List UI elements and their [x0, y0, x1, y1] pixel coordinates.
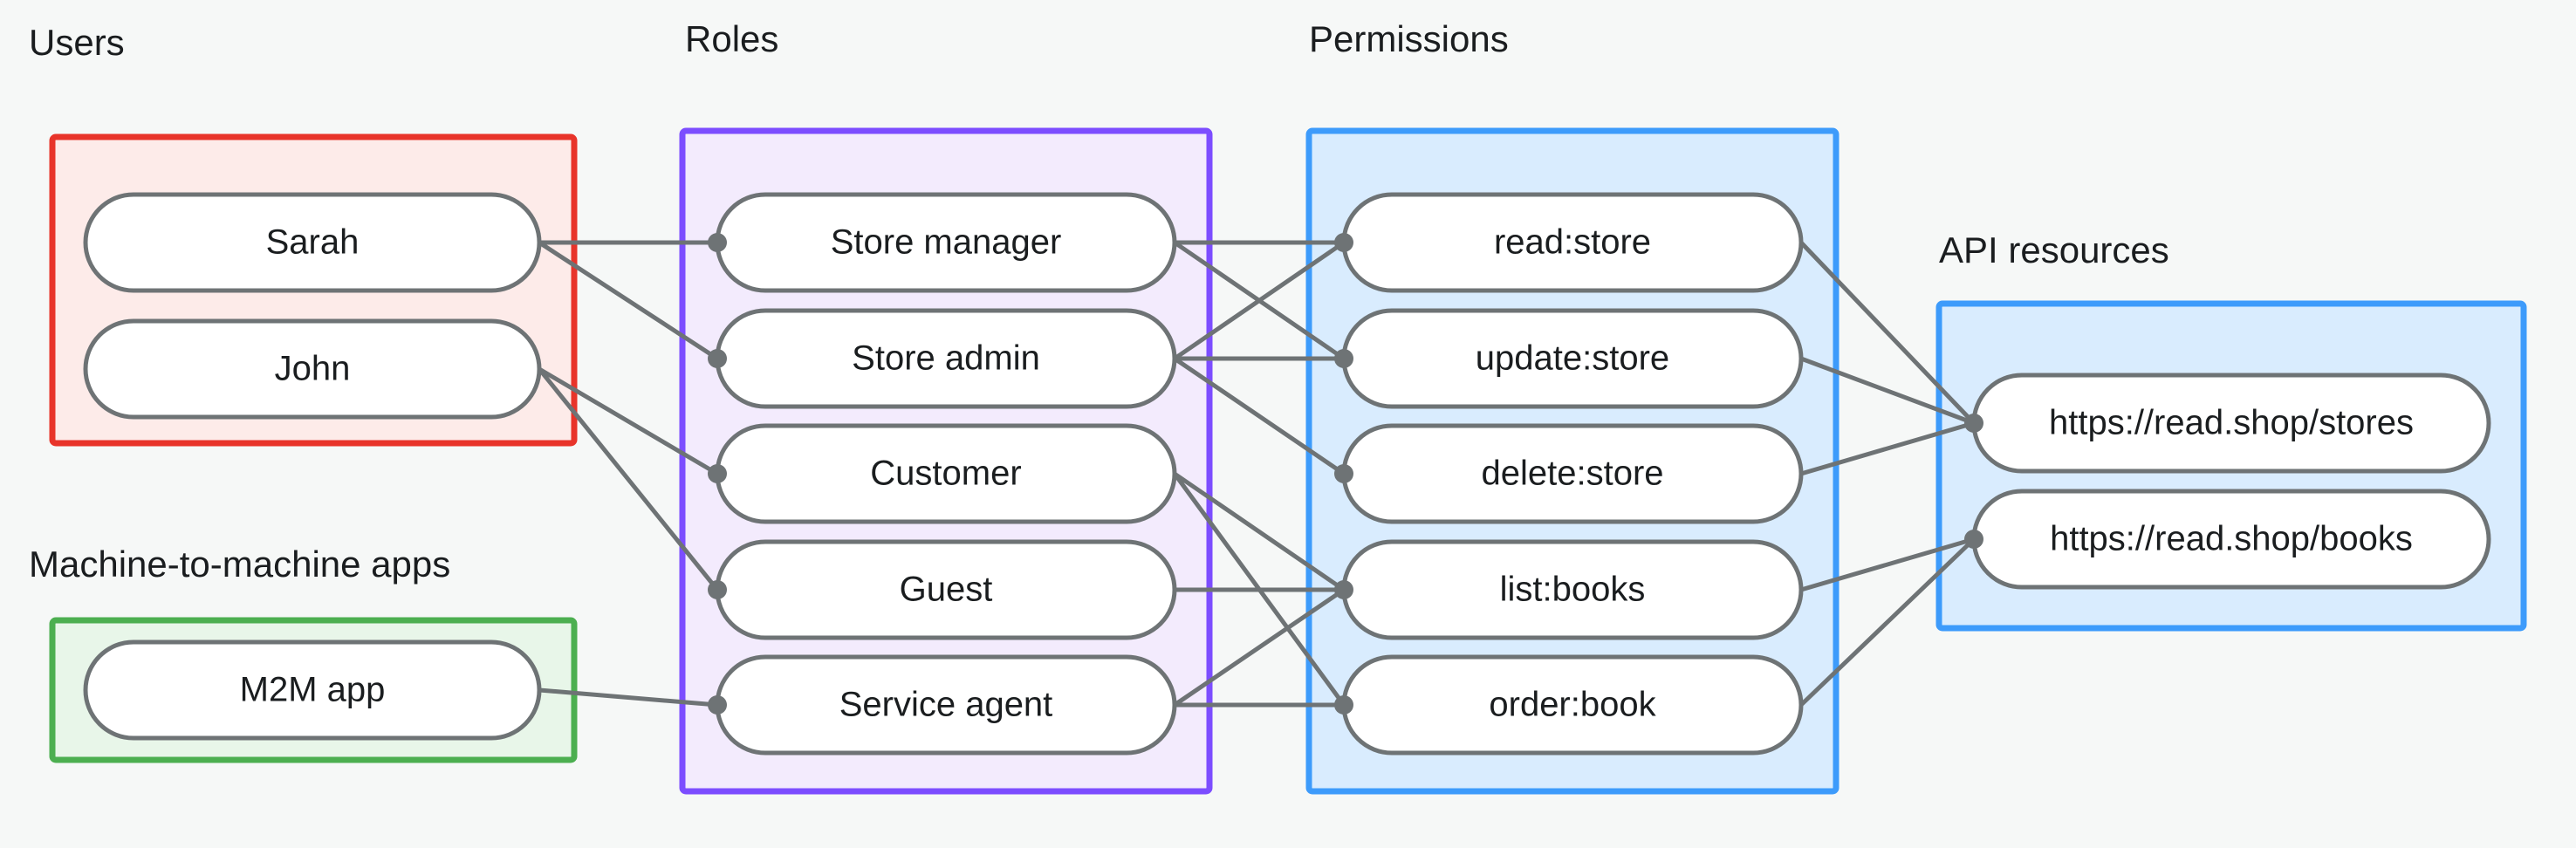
edges-layer: [538, 240, 1976, 708]
edge-read-store-to-read-shop-stores: [1799, 241, 1976, 425]
group-title-api-resources: API resources: [1939, 229, 2169, 270]
edge-john-to-guest: [538, 367, 719, 592]
node-update-store[interactable]: update:store: [1341, 308, 1804, 409]
edge-endpoint-dot-order-book: [1334, 695, 1353, 715]
node-label-read-shop-stores: https://read.shop/stores: [2049, 404, 2414, 442]
node-shape-sarah: [83, 192, 542, 293]
edge-sarah-to-store-admin: [538, 240, 719, 361]
node-customer[interactable]: Customer: [715, 423, 1177, 524]
group-title-users: Users: [29, 22, 125, 63]
node-store-manager[interactable]: Store manager: [715, 192, 1177, 293]
node-shape-m2mapp: [83, 639, 542, 741]
node-label-delete-store: delete:store: [1481, 455, 1663, 493]
edge-endpoint-dot-read-store: [1334, 233, 1353, 252]
node-store-admin[interactable]: Store admin: [715, 308, 1177, 409]
edge-m2mapp-to-service-agent: [538, 687, 718, 708]
node-label-store-manager: Store manager: [831, 223, 1062, 262]
node-delete-store[interactable]: delete:store: [1341, 423, 1804, 524]
node-label-service-agent: Service agent: [839, 686, 1053, 724]
node-label-john: John: [275, 350, 351, 388]
edge-endpoint-dot-delete-store: [1334, 464, 1353, 483]
node-read-shop-stores[interactable]: https://read.shop/stores: [1971, 373, 2491, 474]
edge-update-store-to-read-shop-stores: [1800, 356, 1975, 426]
edge-order-book-to-read-shop-books: [1799, 537, 1976, 707]
edge-john-to-customer: [538, 366, 719, 476]
group-title-roles: Roles: [685, 18, 778, 59]
node-label-update-store: update:store: [1476, 339, 1669, 378]
node-order-book[interactable]: order:book: [1341, 654, 1804, 756]
edge-service-agent-to-list-books: [1173, 587, 1346, 708]
edge-endpoint-dot-service-agent: [708, 695, 727, 715]
edge-list-books-to-read-shop-books: [1800, 537, 1975, 592]
group-title-permissions: Permissions: [1309, 18, 1509, 59]
node-label-sarah: Sarah: [266, 223, 360, 262]
node-label-customer: Customer: [870, 455, 1021, 493]
edge-endpoint-dot-customer: [708, 464, 727, 483]
node-label-guest: Guest: [900, 571, 993, 609]
node-m2mapp[interactable]: M2M app: [83, 639, 542, 741]
edge-endpoint-dot-store-admin: [708, 349, 727, 368]
edge-store-admin-to-read-store: [1173, 240, 1346, 361]
edge-endpoint-dot-read-shop-books: [1964, 530, 1983, 549]
node-shape-john: [83, 318, 542, 420]
edge-endpoint-dot-read-shop-stores: [1964, 414, 1983, 433]
node-sarah[interactable]: Sarah: [83, 192, 542, 293]
edge-endpoint-dot-guest: [708, 580, 727, 599]
node-label-read-store: read:store: [1494, 223, 1651, 262]
node-label-order-book: order:book: [1489, 686, 1656, 724]
edge-store-admin-to-delete-store: [1173, 356, 1346, 476]
edge-endpoint-dot-store-manager: [708, 233, 727, 252]
node-label-read-shop-books: https://read.shop/books: [2050, 520, 2413, 558]
group-title-m2m: Machine-to-machine apps: [29, 544, 450, 585]
edge-delete-store-to-read-shop-stores: [1800, 421, 1975, 476]
node-label-m2mapp: M2M app: [240, 671, 386, 709]
node-label-list-books: list:books: [1500, 571, 1646, 609]
node-john[interactable]: John: [83, 318, 542, 420]
edge-endpoint-dots-layer: [708, 233, 1983, 715]
node-read-shop-books[interactable]: https://read.shop/books: [1971, 489, 2491, 590]
node-guest[interactable]: Guest: [715, 539, 1177, 640]
edge-customer-to-list-books: [1173, 471, 1346, 592]
node-label-store-admin: Store admin: [852, 339, 1040, 378]
node-list-books[interactable]: list:books: [1341, 539, 1804, 640]
node-service-agent[interactable]: Service agent: [715, 654, 1177, 756]
edge-endpoint-dot-list-books: [1334, 580, 1353, 599]
node-read-store[interactable]: read:store: [1341, 192, 1804, 293]
edge-endpoint-dot-update-store: [1334, 349, 1353, 368]
